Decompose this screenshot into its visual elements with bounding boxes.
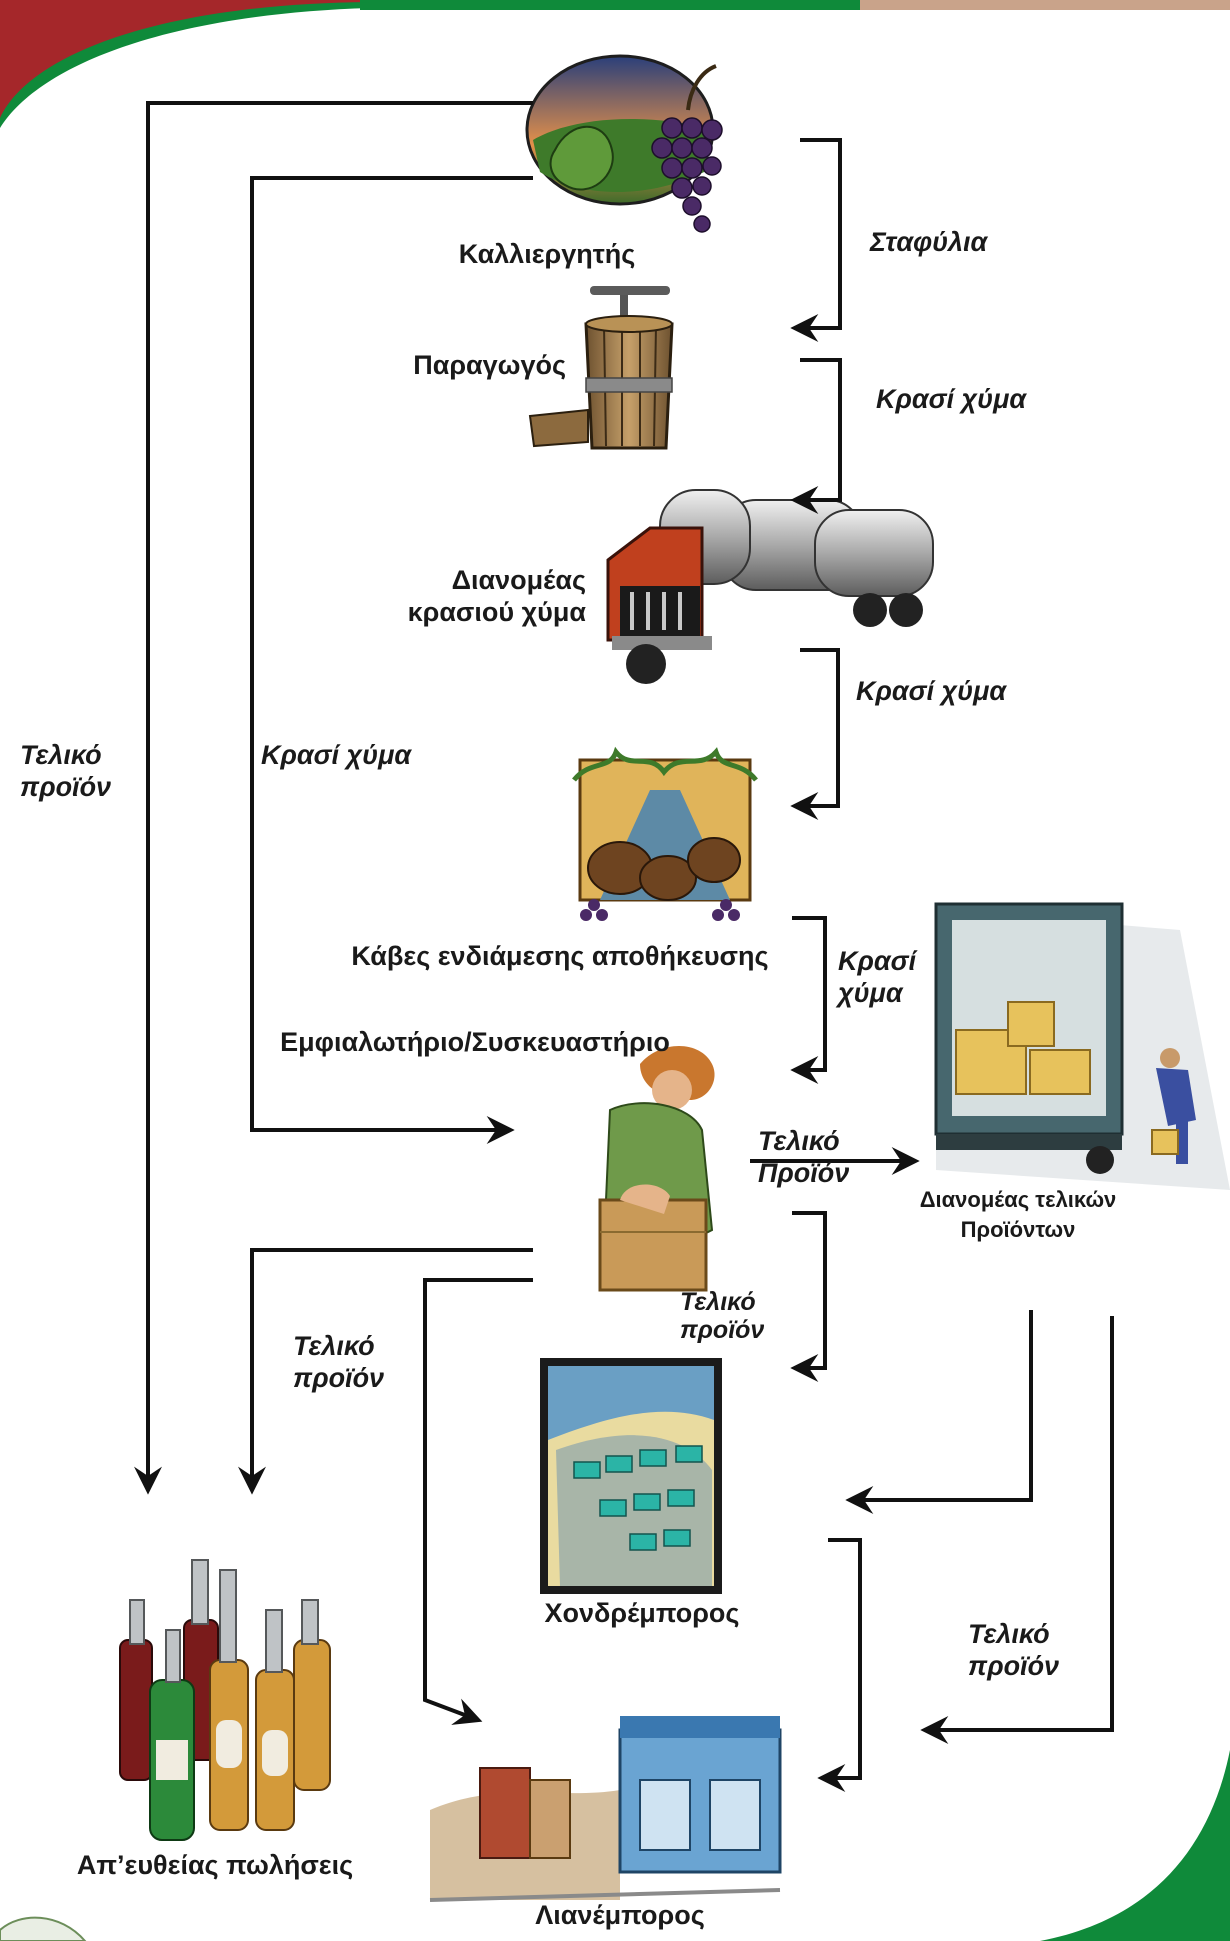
worker-icon [1151,1048,1196,1164]
page-corner-logo [0,1916,87,1941]
flow-final-product-direct-line2: προϊόν [293,1363,385,1393]
arrow-bulk-wine-3 [790,916,827,1084]
tanker-truck-icon [606,489,934,684]
flow-final-product-label-direct: Τελικό προϊόν [293,1330,384,1394]
arrow-distributor-to-wholesaler [845,1310,1033,1514]
vineyard-icon [525,54,723,233]
node-grower-label: Καλλιεργητής [458,239,636,269]
node-direct-sales-label: Απ’ευθείας πωλήσεις [76,1850,354,1880]
node-storage-cellars-label: Κάβες ενδιάμεσης αποθήκευσης [351,941,769,971]
arrow-final-product-to-retailer [423,1278,533,1725]
node-wholesaler-label: Χονδρέμπορος [544,1598,740,1628]
arrow-bulk-wine-1 [790,358,842,514]
flow-bulk-wine-3-line2: χύμα [838,978,903,1008]
delivery-truck-icon [934,902,1230,1190]
flow-final-product-retailer-line1: Τελικό [968,1619,1050,1649]
flow-bulk-wine-3-line1: Κρασί [838,946,917,976]
page-header-band [0,0,1230,128]
node-bulk-distributor-line2: κρασιού χύμα [407,597,586,627]
wine-press-icon [528,286,674,450]
flow-grapes-label: Σταφύλια [870,227,988,257]
flow-bulk-wine-label-1: Κρασί χύμα [876,384,1027,414]
arrow-distributor-to-retailer [920,1316,1114,1744]
flow-final-product-wholesaler-line1: Τελικό [680,1288,756,1316]
flow-final-product-mid-line2: Προϊόν [758,1158,850,1188]
arrow-grapes [790,138,842,342]
flow-bulk-wine-label-2: Κρασί χύμα [856,676,1007,706]
arrow-final-product-bottler-direct [238,1248,533,1495]
page-corner-bottom-right [1040,1750,1230,1941]
grape-cluster-icon [651,117,723,233]
wine-bottles-icon [119,1559,331,1841]
wine-cellar-icon [572,746,758,921]
packer-worker-icon [598,1046,715,1292]
warehouse-aerial-icon [540,1358,722,1594]
node-producer-label: Παραγωγός [413,350,566,380]
flow-arrows [134,101,1114,1792]
flow-final-product-left-line1: Τελικό [20,740,102,770]
node-product-distributor-line2: Προϊόντων [960,1217,1076,1242]
flow-final-product-direct-line1: Τελικό [293,1331,375,1361]
arrow-wholesaler-to-retailer [817,1538,862,1792]
arrow-final-product-direct [134,101,533,1495]
retail-storefront-icon [429,1716,782,1902]
flow-final-product-label-mid: Τελικό Προϊόν [758,1125,849,1189]
node-product-distributor-line1: Διανομέας τελικών [919,1187,1117,1212]
arrow-bulk-wine-2 [790,648,840,820]
flow-final-product-label-left: Τελικό προϊόν [20,739,111,803]
flow-final-product-label-retailer: Τελικό προϊόν [968,1618,1059,1682]
flow-final-product-retailer-line2: προϊόν [968,1651,1060,1681]
flow-final-product-label-wholesaler: Τελικό προϊόν [680,1288,764,1344]
flow-final-product-wholesaler-line2: προϊόν [680,1316,765,1344]
node-retailer-label: Λιανέμπορος [535,1900,705,1930]
node-bulk-distributor-label: Διανομέας κρασιού χύμα [408,564,586,628]
flow-final-product-mid-line1: Τελικό [758,1126,840,1156]
arrow-final-product-to-wholesaler [790,1211,827,1382]
node-bottler-label: Εμφιαλωτήριο/Συσκευαστήριο [280,1027,670,1057]
arrow-bulk-wine-to-bottler [250,176,533,1144]
node-product-distributor-label: Διανομέας τελικών Προϊόντων [920,1185,1117,1245]
flow-bulk-wine-label-left: Κρασί χύμα [261,740,412,770]
flow-bulk-wine-label-3: Κρασί χύμα [838,945,916,1009]
node-bulk-distributor-line1: Διανομέας [451,565,586,595]
flow-final-product-left-line2: προϊόν [20,772,112,802]
